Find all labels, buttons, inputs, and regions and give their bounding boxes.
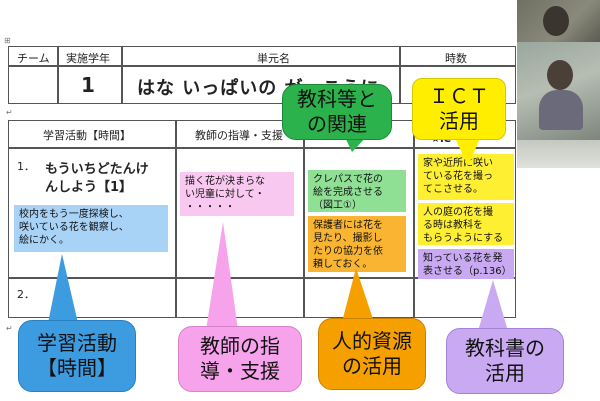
grade-value: 1	[81, 73, 95, 97]
callout-line: の関連	[307, 112, 367, 136]
callout-line: の活用	[342, 354, 402, 378]
grade-label: 実施学年	[66, 52, 110, 65]
subject-callout[interactable]: 教科等と の関連	[282, 84, 392, 140]
note-line: 家や近所に咲い	[423, 158, 493, 169]
activity-column-header: 学習活動【時間】	[8, 120, 176, 148]
return-mark: ↵	[6, 324, 13, 333]
note-line: る時は教科を	[423, 220, 483, 231]
ict-callout-pointer	[455, 138, 480, 166]
row2-teacher-cell[interactable]	[176, 278, 304, 318]
note-line: もらうようにする	[423, 233, 504, 244]
ict-note-2[interactable]: 人の庭の花を撮 る時は教科を もらうようにする	[418, 203, 514, 245]
hours-label: 時数	[445, 52, 467, 65]
table-anchor-icon[interactable]: ⊞	[4, 36, 11, 45]
callout-line: 教師の指	[200, 334, 280, 358]
callout-line: 人的資源	[332, 329, 412, 353]
teacher-note[interactable]: 描く花が決まらな い児童に対して・ ・・・・・	[180, 172, 294, 216]
ict-callout[interactable]: ＩＣＴ 活用	[412, 78, 506, 140]
activity-column-label: 学習活動【時間】	[43, 129, 131, 142]
return-mark: ↵	[6, 108, 13, 117]
callout-line: 教科等と	[297, 87, 377, 111]
row2-number: 2．	[17, 288, 35, 301]
team-value-cell[interactable]	[8, 66, 58, 104]
callout-line: 導・支援	[200, 359, 280, 383]
participant-avatar	[547, 60, 573, 90]
note-line: 人の庭の花を撮	[423, 207, 493, 218]
row1-title-line2: んしよう【1】	[45, 180, 133, 195]
hours-header-cell: 時数	[400, 46, 516, 66]
note-line: （図工①）	[313, 200, 362, 211]
note-line: い児童に対して・	[185, 189, 265, 200]
note-line: 校内をもう一度探検し、	[19, 209, 129, 220]
note-line: 保護者には花を	[313, 220, 383, 231]
grade-header-cell: 実施学年	[58, 46, 122, 66]
callout-line: 学習活動	[37, 331, 117, 355]
resource-callout-pointer	[342, 268, 374, 322]
participant-avatar	[543, 6, 569, 36]
grade-value-cell[interactable]: 1	[58, 66, 122, 104]
row1-title-line1: もういちどたんけ	[45, 162, 149, 177]
resource-note[interactable]: 保護者には花を 見たり、撮影し たりの協力を依 頼しておく。	[308, 216, 406, 272]
video-participant-tile-1[interactable]	[517, 0, 600, 42]
row2-activity-cell[interactable]: 2．	[8, 278, 176, 318]
teacher-callout[interactable]: 教師の指 導・支援	[178, 326, 302, 392]
note-line: 描く花が決まらな	[185, 176, 265, 187]
teacher-callout-pointer	[206, 222, 238, 330]
textbook-note[interactable]: 知っている花を発 表させる（p.136）	[418, 249, 514, 279]
note-line: 絵を完成させる	[313, 187, 383, 198]
note-line: 見たり、撮影し	[313, 233, 383, 244]
callout-line: 活用	[439, 109, 479, 133]
unit-label: 単元名	[257, 52, 290, 65]
participant-body	[539, 90, 583, 130]
team-header-cell: チーム	[8, 46, 58, 66]
subject-note[interactable]: クレパスで花の 絵を完成させる （図工①）	[308, 170, 406, 212]
note-line: 絵にかく。	[19, 235, 69, 246]
note-line: 頼しておく。	[313, 259, 373, 270]
team-label: チーム	[17, 52, 50, 65]
teacher-column-label: 教師の指導・支援	[195, 129, 283, 142]
textbook-callout-pointer	[478, 280, 508, 331]
callout-line: 活用	[485, 361, 525, 385]
note-line: クレパスで花の	[313, 174, 383, 185]
activity-callout-pointer	[48, 254, 78, 323]
note-line: ・・・・・	[185, 202, 235, 213]
video-participant-tile-3[interactable]	[517, 140, 600, 168]
callout-line: 【時間】	[37, 356, 117, 380]
resource-callout[interactable]: 人的資源 の活用	[318, 318, 426, 390]
callout-line: ＩＣＴ	[429, 84, 489, 108]
note-line: 咲いている花を観察し、	[19, 222, 129, 233]
row1-activity-cell[interactable]: 1． もういちどたんけ んしよう【1】	[8, 148, 176, 278]
note-line: たりの協力を依	[313, 246, 383, 257]
activity-note[interactable]: 校内をもう一度探検し、 咲いている花を観察し、 絵にかく。	[14, 205, 168, 252]
row1-teacher-cell[interactable]	[176, 148, 304, 278]
note-line: ている花を撮っ	[423, 171, 493, 182]
note-line: てこさせる。	[423, 184, 483, 195]
textbook-callout[interactable]: 教科書の 活用	[446, 328, 564, 394]
callout-line: 教科書の	[465, 336, 545, 360]
row1-number: 1．	[17, 160, 35, 173]
unit-header-cell: 単元名	[122, 46, 400, 66]
note-line: 表させる（p.136）	[423, 266, 512, 277]
note-line: 知っている花を発	[423, 253, 503, 264]
activity-callout[interactable]: 学習活動 【時間】	[18, 320, 136, 392]
video-participant-tile-2[interactable]	[517, 42, 600, 140]
